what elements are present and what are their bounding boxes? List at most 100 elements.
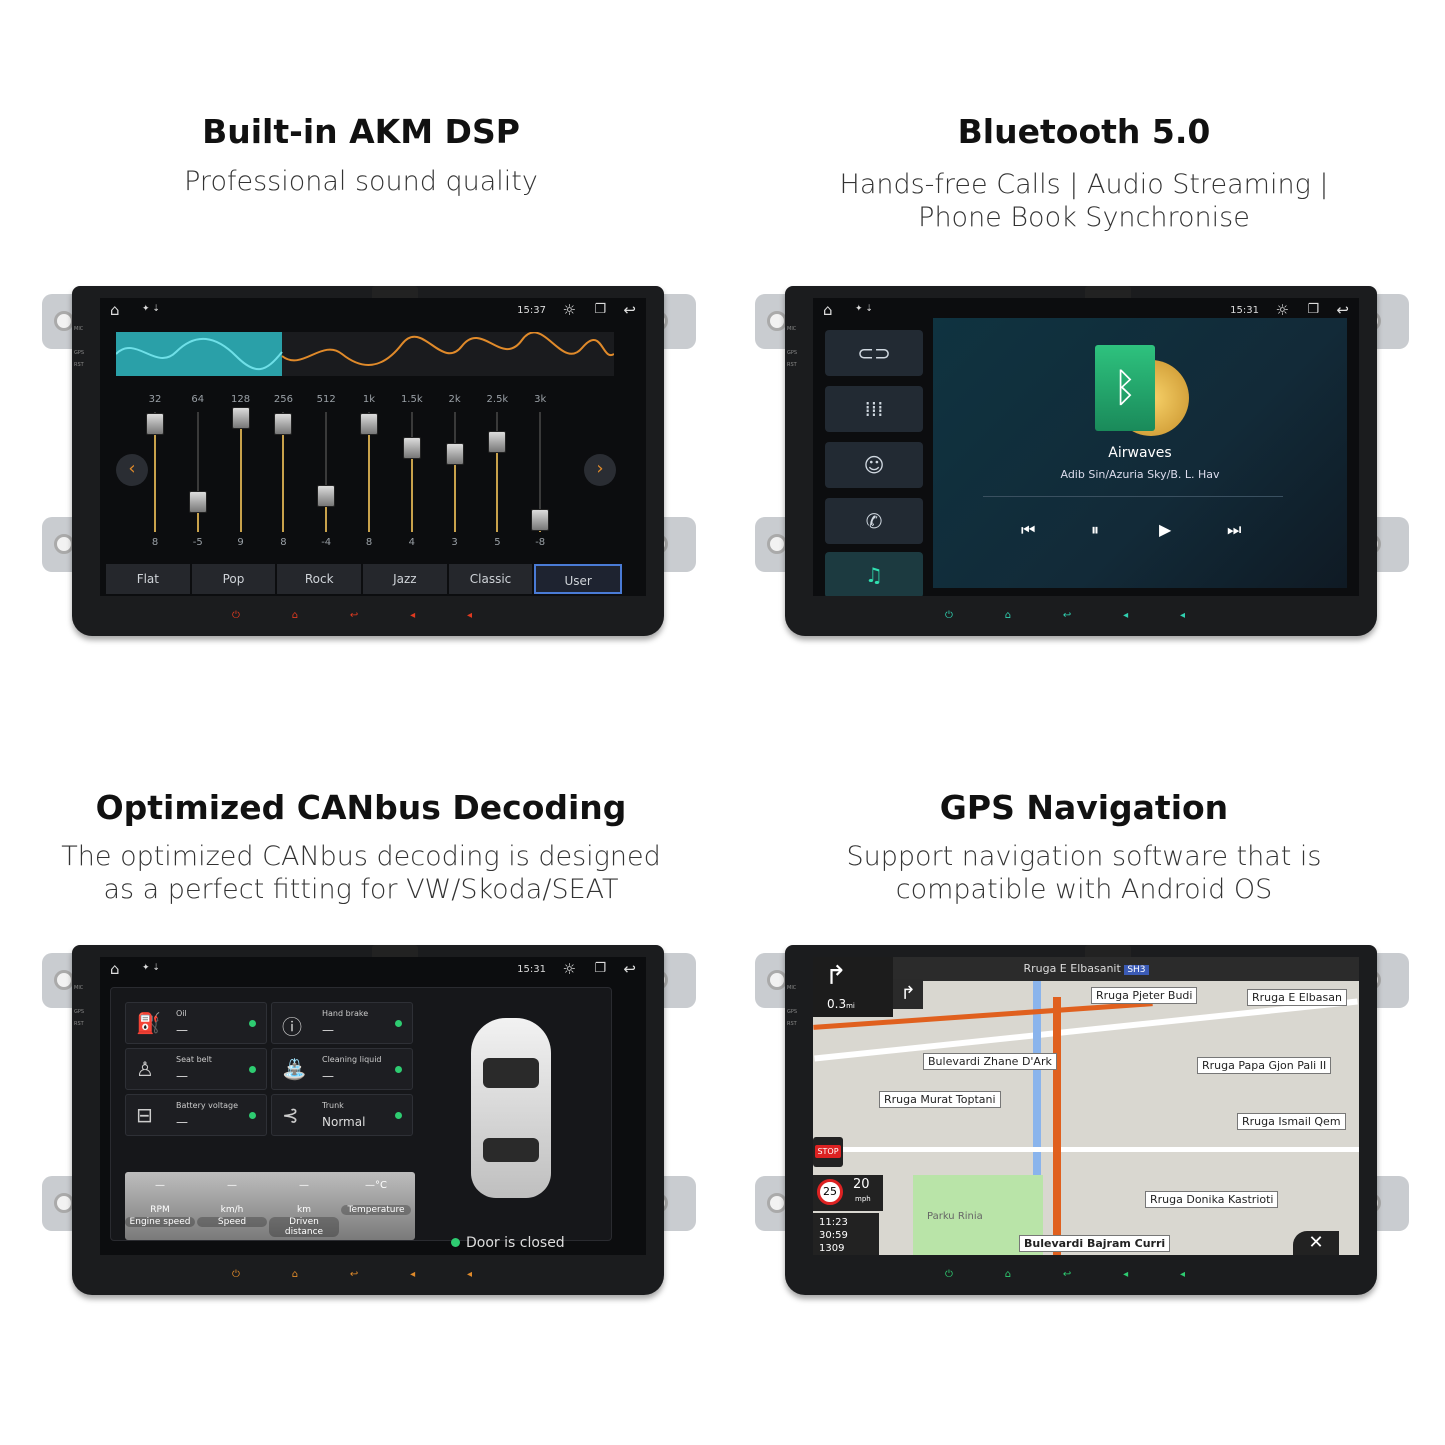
next-page-button[interactable]: ›	[584, 454, 616, 486]
slider-knob[interactable]	[231, 407, 250, 429]
close-icon[interactable]: ✕	[1293, 1231, 1339, 1255]
vol-down-icon[interactable]: ◂	[410, 610, 416, 621]
hardware-buttons: ⏻ ⌂ ↩ ◂ ◂	[945, 1269, 1185, 1280]
home-hw-icon[interactable]: ⌂	[1004, 1269, 1012, 1280]
home-icon[interactable]: ⌂	[110, 301, 120, 319]
slider-knob[interactable]	[360, 413, 378, 435]
current-speed: 20	[853, 1177, 870, 1192]
map-view[interactable]: Parku Rinia Rruga Pjeter Budi Rruga E El…	[813, 957, 1359, 1255]
panel-subtitle: The optimized CANbus decoding is designe…	[0, 840, 722, 906]
vol-down-icon[interactable]: ◂	[1123, 1269, 1129, 1280]
subtitle-line: as a perfect fitting for VW/Skoda/SEAT	[103, 874, 619, 905]
status-bar: ⌂ ✦ ⇣ 15:37 ☼ ❐ ↩	[100, 298, 646, 324]
subtitle-line: Phone Book Synchronise	[918, 202, 1250, 233]
status-bar: ⌂ ✦ ⇣ 15:31 ☼ ❐ ↩	[813, 298, 1359, 324]
subtitle-line: Support navigation software that is	[846, 841, 1322, 872]
band-label: 2k	[448, 394, 461, 405]
vol-up-icon[interactable]: ◂	[466, 610, 472, 621]
vol-up-icon[interactable]: ◂	[1179, 1269, 1185, 1280]
next-icon[interactable]: ⏭	[1227, 520, 1242, 539]
slider-fill	[282, 424, 285, 532]
pause-icon[interactable]: ⏸	[1091, 520, 1100, 539]
dialpad-icon[interactable]: ⁞⁞⁞	[825, 386, 923, 432]
slider-fill	[496, 442, 499, 532]
vol-up-icon[interactable]: ◂	[466, 1269, 472, 1280]
multitask-icon[interactable]: ❐	[1307, 302, 1319, 317]
brightness-icon[interactable]: ☼	[562, 960, 576, 978]
battery-icon: ⊟	[136, 1103, 153, 1127]
power-icon[interactable]: ⏻	[945, 1269, 953, 1280]
slider-knob[interactable]	[146, 413, 164, 435]
back-icon[interactable]: ↩	[623, 301, 636, 319]
preset-pop[interactable]: Pop	[191, 564, 276, 594]
power-icon[interactable]: ⏻	[232, 610, 240, 621]
multitask-icon[interactable]: ❐	[594, 961, 606, 976]
subtitle-text: Professional sound quality	[184, 166, 538, 197]
time-left: 30:59	[819, 1230, 848, 1241]
back-hw-icon[interactable]: ↩	[1062, 610, 1072, 621]
music-icon[interactable]: ♫	[825, 552, 923, 596]
brightness-icon[interactable]: ☼	[562, 301, 576, 319]
multitask-icon[interactable]: ❐	[594, 302, 606, 317]
preset-jazz[interactable]: Jazz	[363, 564, 447, 594]
slider-knob[interactable]	[188, 491, 207, 513]
preset-classic[interactable]: Classic	[448, 564, 533, 594]
home-hw-icon[interactable]: ⌂	[1004, 610, 1012, 621]
slider-knob[interactable]	[274, 413, 293, 435]
vol-down-icon[interactable]: ◂	[410, 1269, 416, 1280]
home-icon[interactable]: ⌂	[110, 960, 120, 978]
track-title: Airwaves	[1108, 445, 1172, 461]
previous-icon[interactable]: ⏮	[1021, 520, 1036, 539]
panel-title: GPS Navigation	[939, 788, 1229, 827]
back-hw-icon[interactable]: ↩	[349, 610, 359, 621]
turn-right-icon: ↱	[825, 961, 847, 991]
preset-bar: Flat Pop Rock Jazz Classic User	[106, 564, 623, 594]
contacts-icon[interactable]: ☺	[825, 442, 923, 488]
bluetooth-icon: ᛒ	[1095, 345, 1155, 431]
play-icon[interactable]: ▶	[1159, 520, 1172, 539]
hardware-buttons: ⏻ ⌂ ↩ ◂ ◂	[232, 610, 472, 621]
band-value: 8	[280, 537, 287, 548]
bt-screen: ⌂ ✦ ⇣ 15:31 ☼ ❐ ↩ ⊂⊃ ⁞⁞⁞ ☺ ✆ ♫ ᛒ Airwave…	[813, 298, 1359, 596]
home-hw-icon[interactable]: ⌂	[291, 610, 299, 621]
preset-rock[interactable]: Rock	[277, 564, 362, 594]
status-dot	[249, 1066, 256, 1073]
slider-knob[interactable]	[317, 485, 336, 507]
band-label: 32	[148, 394, 162, 405]
home-hw-icon[interactable]: ⌂	[291, 1269, 299, 1280]
link-icon[interactable]: ⊂⊃	[825, 330, 923, 376]
clock: 15:31	[517, 964, 546, 975]
slider-knob[interactable]	[488, 431, 507, 453]
brake-icon: ⓘ	[282, 1015, 302, 1039]
slider-knob[interactable]	[445, 443, 464, 465]
subtitle-line: The optimized CANbus decoding is designe…	[61, 841, 661, 872]
panel-bluetooth: Bluetooth 5.0 Hands-free Calls | Audio S…	[723, 0, 1445, 722]
status-bar: ⌂ ✦ ⇣ 15:31 ☼ ❐ ↩	[100, 957, 646, 983]
band-label: 3k	[534, 394, 547, 405]
back-hw-icon[interactable]: ↩	[1062, 1269, 1072, 1280]
vol-down-icon[interactable]: ◂	[1123, 610, 1129, 621]
brightness-icon[interactable]: ☼	[1275, 301, 1289, 319]
band-label: 512	[316, 394, 336, 405]
gauge-name: Speed	[197, 1217, 267, 1227]
back-icon[interactable]: ↩	[1336, 301, 1349, 319]
panel-canbus: Optimized CANbus Decoding The optimized …	[0, 723, 722, 1445]
power-icon[interactable]: ⏻	[945, 610, 953, 621]
power-icon[interactable]: ⏻	[232, 1269, 240, 1280]
panel-title: Bluetooth 5.0	[957, 112, 1211, 151]
home-icon[interactable]: ⌂	[823, 301, 833, 319]
call-log-icon[interactable]: ✆	[825, 498, 923, 544]
slider-knob[interactable]	[531, 509, 550, 531]
vol-up-icon[interactable]: ◂	[1179, 610, 1185, 621]
back-icon[interactable]: ↩	[623, 960, 636, 978]
preset-flat[interactable]: Flat	[106, 564, 190, 594]
slider-knob[interactable]	[402, 437, 421, 459]
preset-user[interactable]: User	[534, 564, 623, 594]
prev-page-button[interactable]: ‹	[116, 454, 148, 486]
back-hw-icon[interactable]: ↩	[349, 1269, 359, 1280]
